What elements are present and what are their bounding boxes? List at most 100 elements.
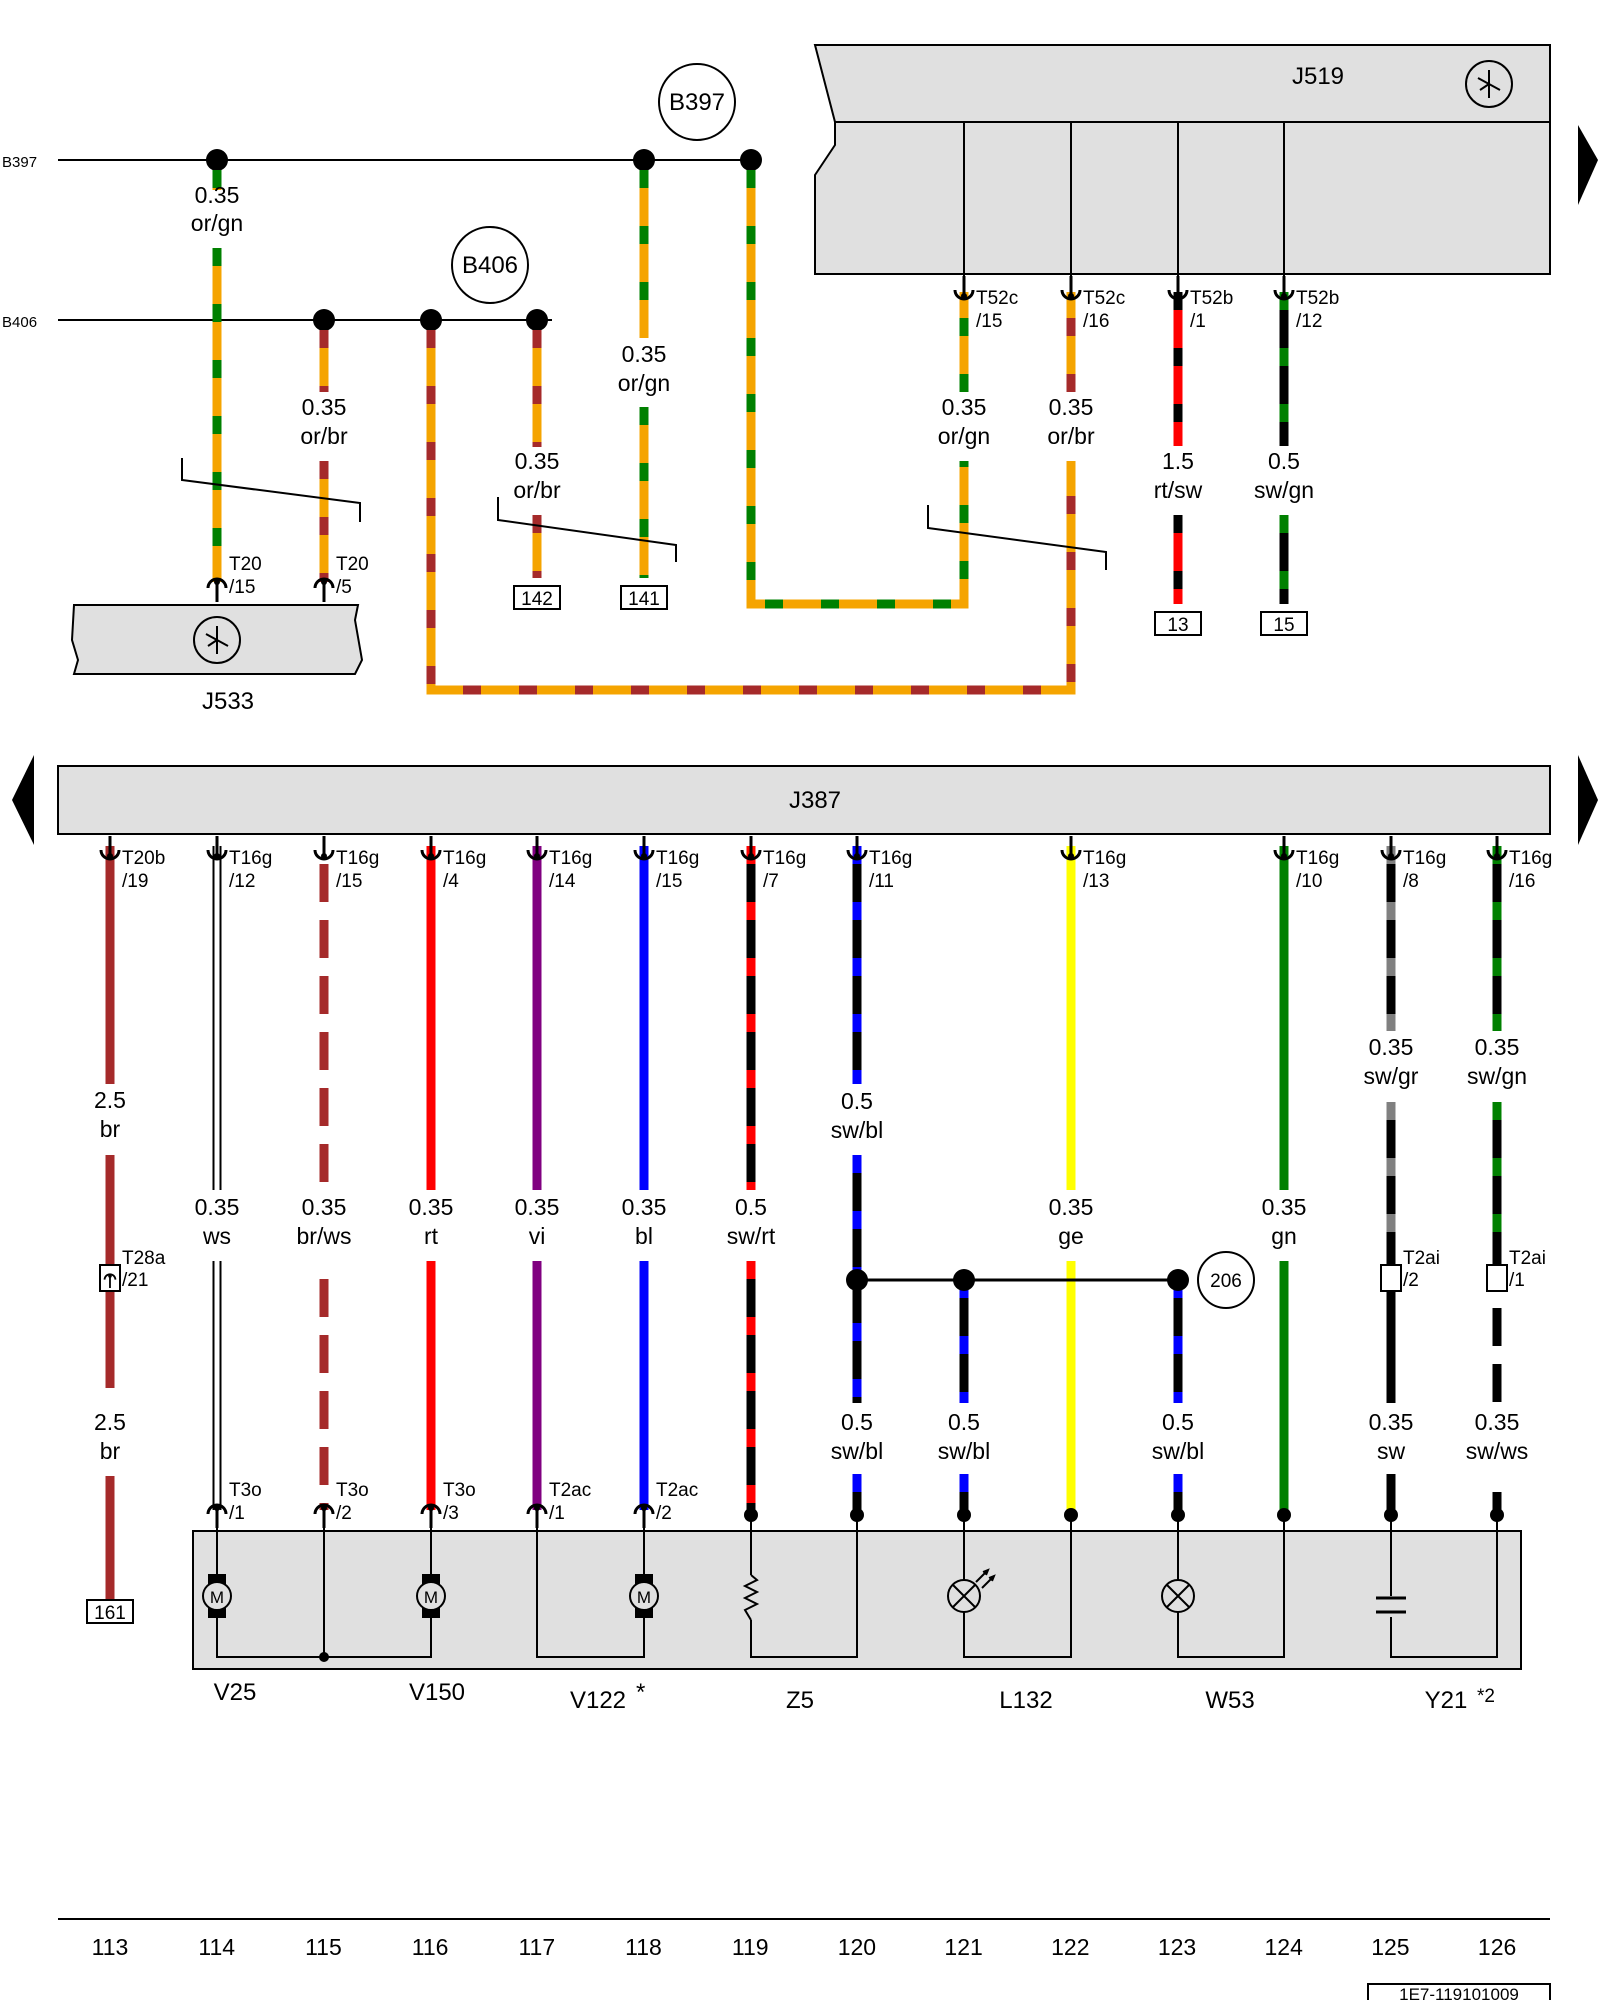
j533-label: J533 xyxy=(202,688,254,715)
svg-text:T16g: T16g xyxy=(336,848,379,869)
svg-text:M: M xyxy=(637,1588,651,1607)
svg-text:/16: /16 xyxy=(1509,871,1535,892)
pin-114-top: T16g/12 xyxy=(206,834,272,892)
svg-text:/11: /11 xyxy=(869,871,894,892)
wire-117-code: vi xyxy=(529,1223,546,1249)
continuation-arrow-right-icon xyxy=(1578,755,1598,845)
pin-115-bottom: T3o/2 xyxy=(313,1480,369,1530)
wire-115-code: br/ws xyxy=(297,1223,352,1249)
connector-t2ai-1: T2ai /1 xyxy=(1486,1248,1546,1292)
pin-125-top: T16g/8 xyxy=(1380,834,1446,892)
svg-text:/4: /4 xyxy=(443,871,459,892)
drawing-id-box: 1E7-119101009 xyxy=(1367,1983,1551,2000)
wire-u1-size: 0.35 xyxy=(195,182,240,208)
svg-text:/15: /15 xyxy=(336,871,362,892)
wire-126-code-2: sw/ws xyxy=(1466,1438,1529,1464)
wire-u4-code: or/gn xyxy=(618,370,670,396)
wire-126-size-2: 0.35 xyxy=(1475,1409,1520,1435)
v150-label: V150 xyxy=(409,1679,465,1706)
pin-116-bottom: T3o/3 xyxy=(420,1480,476,1530)
wire-124-size: 0.35 xyxy=(1262,1194,1307,1220)
wire-114-code: ws xyxy=(202,1223,231,1249)
wire-123-code: sw/bl xyxy=(1152,1438,1204,1464)
svg-text:M: M xyxy=(210,1588,224,1607)
column-number: 118 xyxy=(625,1934,662,1960)
upper-pin-t52c-15: T52c /15 xyxy=(953,274,1018,332)
svg-text:/2: /2 xyxy=(656,1503,672,1524)
wire-122-size: 0.35 xyxy=(1049,1194,1094,1220)
component-labels: V25 V150 V122 * Z5 L132 W53 Y21 *2 xyxy=(214,1679,1495,1714)
wire-u7-size: 1.5 xyxy=(1162,448,1194,474)
wire-116-size: 0.35 xyxy=(409,1194,454,1220)
pin-113-top: T20b/19 xyxy=(99,834,165,892)
lower-wire-group xyxy=(105,846,1502,1600)
column-number: 123 xyxy=(1158,1934,1196,1960)
connection-206: 206 xyxy=(846,1251,1255,1309)
pin-114-bottom: T3o/1 xyxy=(206,1480,262,1530)
column-number: 119 xyxy=(732,1934,769,1960)
pin-119-top: T16g/7 xyxy=(740,834,806,892)
svg-text:T2ac: T2ac xyxy=(656,1480,698,1501)
wire-u7-code: rt/sw xyxy=(1154,477,1203,503)
svg-text:/15: /15 xyxy=(976,311,1002,332)
wire-120-size-2: 0.5 xyxy=(841,1409,873,1435)
svg-text:/15: /15 xyxy=(656,871,682,892)
wire-u8-size: 0.5 xyxy=(1268,448,1300,474)
column-number: 117 xyxy=(518,1934,555,1960)
svg-text:T3o: T3o xyxy=(443,1480,476,1501)
wire-125-code-2: sw xyxy=(1377,1438,1406,1464)
wire-125-code-1: sw/gr xyxy=(1364,1063,1419,1089)
svg-text:142: 142 xyxy=(521,589,553,610)
j387-pins: T20b/19 T16g/12 T16g/15 T16g/4 T16g/14 T… xyxy=(99,834,1552,892)
wire-125-size-1: 0.35 xyxy=(1369,1034,1414,1060)
j387-label: J387 xyxy=(789,787,841,814)
svg-text:1E7-119101009: 1E7-119101009 xyxy=(1399,1985,1519,2000)
pin-117-bottom: T2ac/1 xyxy=(526,1480,591,1530)
lamp-l132-icon xyxy=(947,1568,996,1613)
pin-116-top: T16g/4 xyxy=(420,834,486,892)
l132-label: L132 xyxy=(999,1687,1052,1714)
wire-u3-size: 0.35 xyxy=(515,448,560,474)
svg-text:T16g: T16g xyxy=(1403,848,1446,869)
column-number: 113 xyxy=(92,1934,129,1960)
wire-118-code: bl xyxy=(635,1223,653,1249)
heater-z5-icon xyxy=(742,1574,760,1621)
svg-text:/3: /3 xyxy=(443,1503,459,1524)
pin-118-top: T16g/15 xyxy=(633,834,699,892)
wire-123-size: 0.5 xyxy=(1162,1409,1194,1435)
ground-symbol-icon xyxy=(1465,60,1513,108)
y21-label: Y21 xyxy=(1425,1687,1468,1714)
wire-113-size-2: 2.5 xyxy=(94,1409,126,1435)
svg-text:/2: /2 xyxy=(336,1503,352,1524)
wire-125-size-2: 0.35 xyxy=(1369,1409,1414,1435)
pin-118-bottom: T2ac/2 xyxy=(633,1480,698,1530)
svg-text:/19: /19 xyxy=(122,871,148,892)
motor-v150-icon: M xyxy=(416,1574,446,1618)
wire-u4-size: 0.35 xyxy=(622,341,667,367)
wire-113-size-1: 2.5 xyxy=(94,1087,126,1113)
capacitor-y21-icon xyxy=(1376,1596,1406,1614)
upper-pin-t52b-12: T52b /12 xyxy=(1273,274,1339,332)
upper-pin-t20-15: T20 /15 xyxy=(206,554,262,604)
bus-tag-b406: B406 xyxy=(451,226,529,304)
component-internal-wiring xyxy=(216,1520,1498,1662)
svg-text:T16g: T16g xyxy=(1083,848,1126,869)
svg-text:141: 141 xyxy=(628,589,660,610)
wire-u5-code: or/gn xyxy=(938,423,990,449)
svg-text:T20b: T20b xyxy=(122,848,165,869)
svg-text:161: 161 xyxy=(94,1603,126,1624)
wire-121-size: 0.5 xyxy=(948,1409,980,1435)
svg-text:T2ai: T2ai xyxy=(1403,1248,1440,1269)
svg-text:206: 206 xyxy=(1210,1271,1242,1292)
svg-text:T52c: T52c xyxy=(1083,288,1125,309)
svg-text:/14: /14 xyxy=(549,871,576,892)
wire-120-size-1: 0.5 xyxy=(841,1088,873,1114)
svg-text:T16g: T16g xyxy=(1296,848,1339,869)
svg-text:T52b: T52b xyxy=(1296,288,1339,309)
column-number: 121 xyxy=(944,1934,982,1960)
wire-u6-stroke xyxy=(426,330,1076,695)
svg-text:T16g: T16g xyxy=(1509,848,1552,869)
svg-text:/12: /12 xyxy=(229,871,255,892)
pin-115-top: T16g/15 xyxy=(313,834,379,892)
